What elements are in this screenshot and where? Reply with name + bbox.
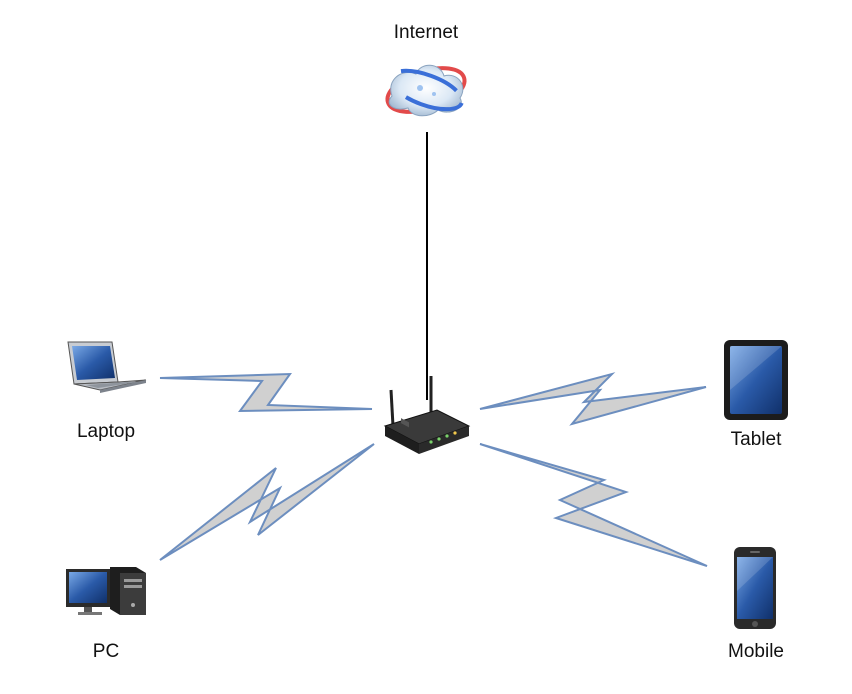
tablet-icon (724, 340, 788, 420)
pc-label: PC (92, 641, 120, 662)
wireless-link-mobile (479, 443, 708, 567)
mobile-phone-icon (734, 547, 776, 629)
laptop-label: Laptop (76, 421, 136, 442)
wireless-router-icon (383, 376, 471, 454)
tablet-label: Tablet (730, 429, 782, 450)
wireless-link-laptop (159, 372, 373, 413)
laptop-icon (67, 341, 147, 393)
mobile-label: Mobile (728, 641, 784, 662)
wireless-link-pc (159, 443, 375, 561)
cloud-globe-icon (385, 64, 467, 117)
internet-label: Internet (393, 22, 459, 43)
wireless-link-tablet (479, 372, 707, 426)
desktop-pc-icon (66, 567, 146, 615)
